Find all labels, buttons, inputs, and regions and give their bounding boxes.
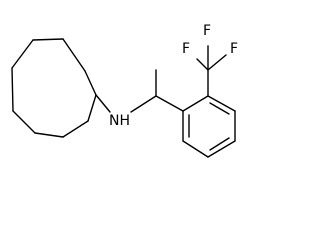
benzene-ring <box>182 95 236 158</box>
cf3-to-fluorine-bond <box>207 54 227 71</box>
chemical-structure-diagram: NH F F F <box>11 23 238 158</box>
fluorine-label-top: F <box>203 23 211 39</box>
aromatic-double-bond <box>209 137 230 151</box>
ring-bond <box>34 132 64 138</box>
ring-bond <box>11 67 14 112</box>
fluorine-label-right: F <box>230 41 238 57</box>
cycloheptyl-ring <box>11 38 97 138</box>
cf3-to-fluorine-bond <box>196 58 209 71</box>
aromatic-double-bond <box>209 102 230 115</box>
aromatic-bond <box>207 95 236 112</box>
ring-bond <box>62 38 86 72</box>
ring-to-nitrogen-bond <box>95 94 111 113</box>
ring-bond <box>12 110 36 134</box>
amine-label: NH <box>109 113 130 129</box>
aromatic-bond <box>182 95 209 112</box>
ring-bond <box>87 94 97 122</box>
chiral-carbon-to-ring-bond <box>155 95 184 112</box>
ring-bond <box>62 120 89 138</box>
aromatic-bond <box>207 140 236 158</box>
fluorine-label-left: F <box>182 41 190 57</box>
ring-bond <box>32 38 64 41</box>
ring-bond <box>11 39 34 69</box>
nitrogen-to-chiral-carbon-bond <box>130 95 157 113</box>
aromatic-bond <box>182 140 209 158</box>
ring-bond <box>84 70 97 96</box>
